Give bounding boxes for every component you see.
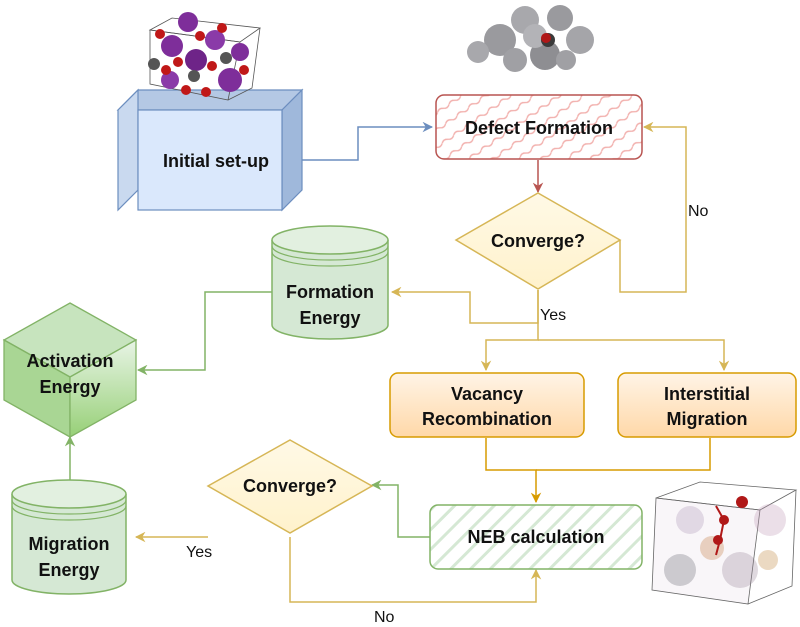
edge-label-bottom-yes: Yes xyxy=(186,544,212,561)
edge-converge-to-formation xyxy=(390,286,539,324)
converge-bottom-label: Converge? xyxy=(243,476,337,496)
edge-converge-no-loop xyxy=(619,121,687,293)
edge-label-top-no: No xyxy=(688,203,709,220)
formation-energy-line2: Energy xyxy=(299,308,360,328)
converge-decision-bottom: Converge? xyxy=(206,439,374,534)
activation-energy-cube: Activation Energy xyxy=(2,302,138,439)
edge-label-bottom-no: No xyxy=(374,609,395,626)
migration-energy-line1: Migration xyxy=(29,534,110,554)
defect-formation-box: Defect Formation xyxy=(435,94,643,160)
converge-top-label: Converge? xyxy=(491,231,585,251)
interstitial-line1: Interstitial xyxy=(664,384,750,404)
interstitial-line2: Migration xyxy=(667,409,748,429)
neb-calculation-box: NEB calculation xyxy=(429,504,643,570)
edge-setup-to-defect xyxy=(282,121,434,161)
transparent-crystal-icon xyxy=(651,481,798,605)
edge-neb-to-converge xyxy=(370,479,430,538)
edge-interstitial-to-neb xyxy=(536,438,711,471)
vacancy-line1: Vacancy xyxy=(451,384,523,404)
vacancy-line2: Recombination xyxy=(422,409,552,429)
vacancy-recombination-box: Vacancy Recombination xyxy=(389,372,585,438)
edge-converge-yes-split-vacancy xyxy=(480,290,539,372)
edge-converge-yes-split-interstitial xyxy=(538,339,730,372)
initial-setup-box: Initial set-up xyxy=(116,88,304,212)
molecular-structure-icon xyxy=(148,12,262,101)
neb-calculation-label: NEB calculation xyxy=(467,527,604,547)
formation-energy-line1: Formation xyxy=(286,282,374,302)
migration-energy-database: Migration Energy xyxy=(11,479,127,595)
activation-energy-line2: Energy xyxy=(39,377,100,397)
activation-energy-line1: Activation xyxy=(26,351,113,371)
interstitial-migration-box: Interstitial Migration xyxy=(617,372,797,438)
edge-vacancy-to-neb xyxy=(485,438,542,504)
initial-setup-label: Initial set-up xyxy=(163,151,269,171)
edge-formation-to-activation xyxy=(136,291,272,376)
migration-energy-line2: Energy xyxy=(38,560,99,580)
formation-energy-database: Formation Energy xyxy=(271,225,389,340)
converge-decision-top: Converge? xyxy=(454,192,622,290)
defect-formation-label: Defect Formation xyxy=(465,118,613,138)
atom-cluster-icon xyxy=(467,5,594,72)
edge-converge-no-to-neb xyxy=(289,537,542,603)
connectors xyxy=(64,121,730,603)
edge-label-top-yes: Yes xyxy=(540,307,566,324)
